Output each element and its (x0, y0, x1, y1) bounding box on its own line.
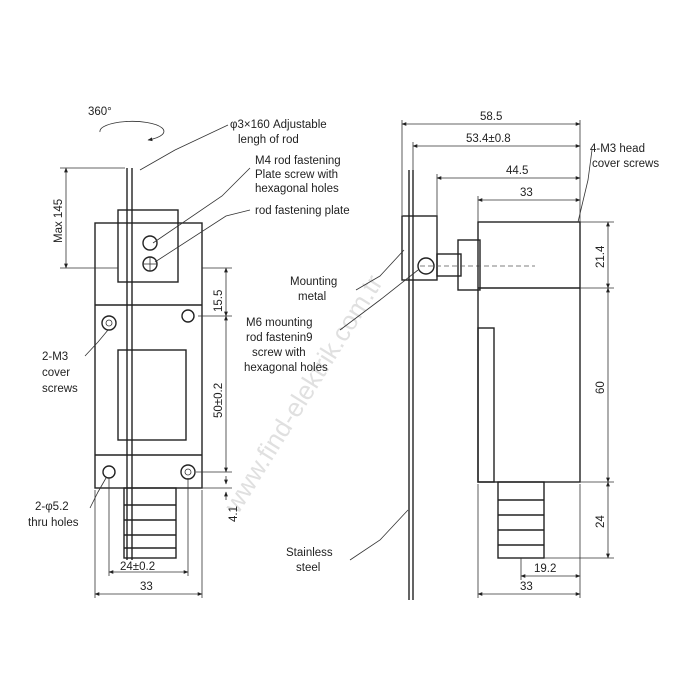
m6-label: M6 mounting (246, 317, 312, 329)
dim-60: 60 (595, 381, 607, 394)
dim-44-5: 44.5 (506, 165, 528, 177)
thru-holes-label-2: thru holes (28, 517, 79, 529)
dim-19-2: 19.2 (534, 563, 556, 575)
dim-24: 24 (595, 515, 607, 528)
m4-label-3: hexagonal holes (255, 183, 339, 195)
dim-21-4: 21.4 (595, 245, 607, 268)
cable-gland-side (497, 481, 545, 559)
shaft (436, 253, 462, 277)
watermark-text: www.find-elektrik.com.tr (217, 269, 389, 519)
thru-hole-icon (181, 309, 195, 323)
cover-window (117, 349, 187, 441)
dim-33-top: 33 (520, 187, 533, 199)
front-view: 360° φ3×160 Adjustable lengh of (28, 106, 350, 598)
cable-gland-front (123, 487, 177, 559)
side-view: 58.5 53.4±0.8 44.5 33 21.4 60 24 19.2 3 (244, 111, 659, 600)
thru-hole-icon (102, 465, 116, 479)
dim-4-1: 4.1 (228, 506, 240, 522)
m6-label-3: screw with (252, 347, 306, 359)
dim-max145: Max 145 (53, 199, 65, 243)
dim-53-4: 53.4±0.8 (466, 133, 511, 145)
mounting-metal-label: Mounting (290, 276, 337, 288)
cover-screw-icon (101, 315, 117, 331)
rotation-label: 360° (88, 106, 112, 118)
m4-label-2: Plate screw with (255, 169, 338, 181)
fastening-plate-label: rod fastening plate (255, 205, 350, 217)
m6-screw (417, 257, 435, 275)
dim-24-02: 24±0.2 (120, 561, 155, 573)
rotation-arrow-icon (99, 120, 165, 142)
head-screws-label: 4-M3 head (590, 143, 645, 155)
cover-screws-label-3: screws (42, 383, 78, 395)
dim-33-bottom: 33 (520, 581, 533, 593)
dim-50: 50±0.2 (213, 383, 225, 418)
cover-screw-icon (180, 464, 196, 480)
head-screws-label-2: cover screws (592, 158, 659, 170)
dim-33-left: 33 (140, 581, 153, 593)
shaft-collar (457, 239, 481, 291)
dim-58-5: 58.5 (480, 111, 502, 123)
rod-fastening-plate (117, 209, 179, 283)
stainless-label: Stainless (286, 547, 333, 559)
m4-screw-hole (142, 235, 158, 251)
m6-label-2: rod fastenin9 (246, 332, 313, 344)
switch-body-side (477, 221, 581, 483)
cover-screws-label-2: cover (42, 367, 70, 379)
dim-15-5: 15.5 (213, 290, 225, 312)
rod-spec-label: φ3×160 Adjustable (230, 119, 327, 131)
side-recess (477, 327, 495, 483)
m4-label: M4 rod fastening (255, 155, 341, 167)
m6-label-4: hexagonal holes (244, 362, 328, 374)
stainless-label-2: steel (296, 562, 320, 574)
mounting-metal-label-2: metal (298, 291, 326, 303)
cover-screws-label: 2-M3 (42, 351, 68, 363)
thru-holes-label: 2-φ5.2 (35, 501, 69, 513)
rod-spec-label-2: lengh of rod (238, 134, 299, 146)
